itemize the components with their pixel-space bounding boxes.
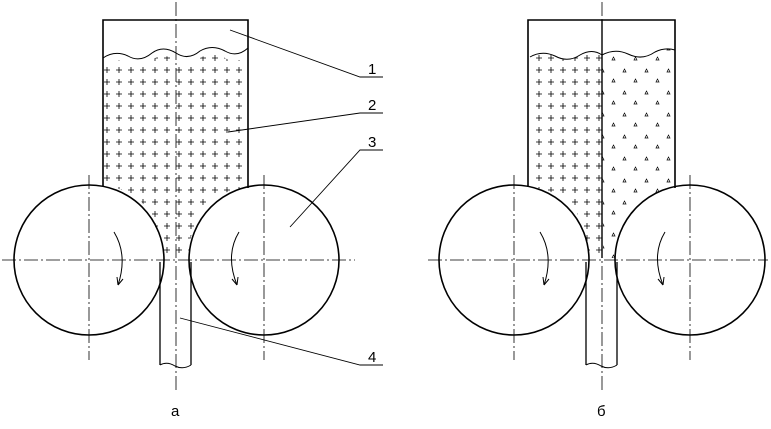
hopper-a — [102, 19, 249, 188]
panel-b: б — [428, 2, 768, 420]
strip-break-a — [159, 362, 192, 369]
rotation-arrow-left-a — [113, 231, 123, 286]
callout-3: 3 — [368, 134, 376, 151]
callout-4: 4 — [368, 349, 376, 366]
caption-b: б — [597, 403, 606, 420]
panel-a: 1 2 3 4 а — [2, 2, 383, 420]
powder-fill-b-plus — [530, 51, 602, 258]
callout-2: 2 — [368, 97, 376, 114]
strip-a — [159, 262, 192, 365]
powder-fill-b-triangles — [602, 48, 675, 258]
callout-1: 1 — [368, 61, 376, 78]
leader-3 — [289, 149, 383, 228]
strip-b — [585, 262, 618, 365]
powder-surface-a — [102, 47, 249, 60]
leader-4 — [179, 317, 383, 366]
caption-a: а — [171, 403, 180, 420]
rotation-arrow-right-a — [231, 231, 240, 286]
powder-fill-a — [103, 54, 248, 258]
strip-break-b — [585, 362, 618, 369]
leader-2 — [227, 112, 383, 133]
rotation-arrow-right-b — [657, 231, 666, 286]
leader-1 — [229, 29, 383, 78]
rotation-arrow-left-b — [539, 231, 549, 286]
